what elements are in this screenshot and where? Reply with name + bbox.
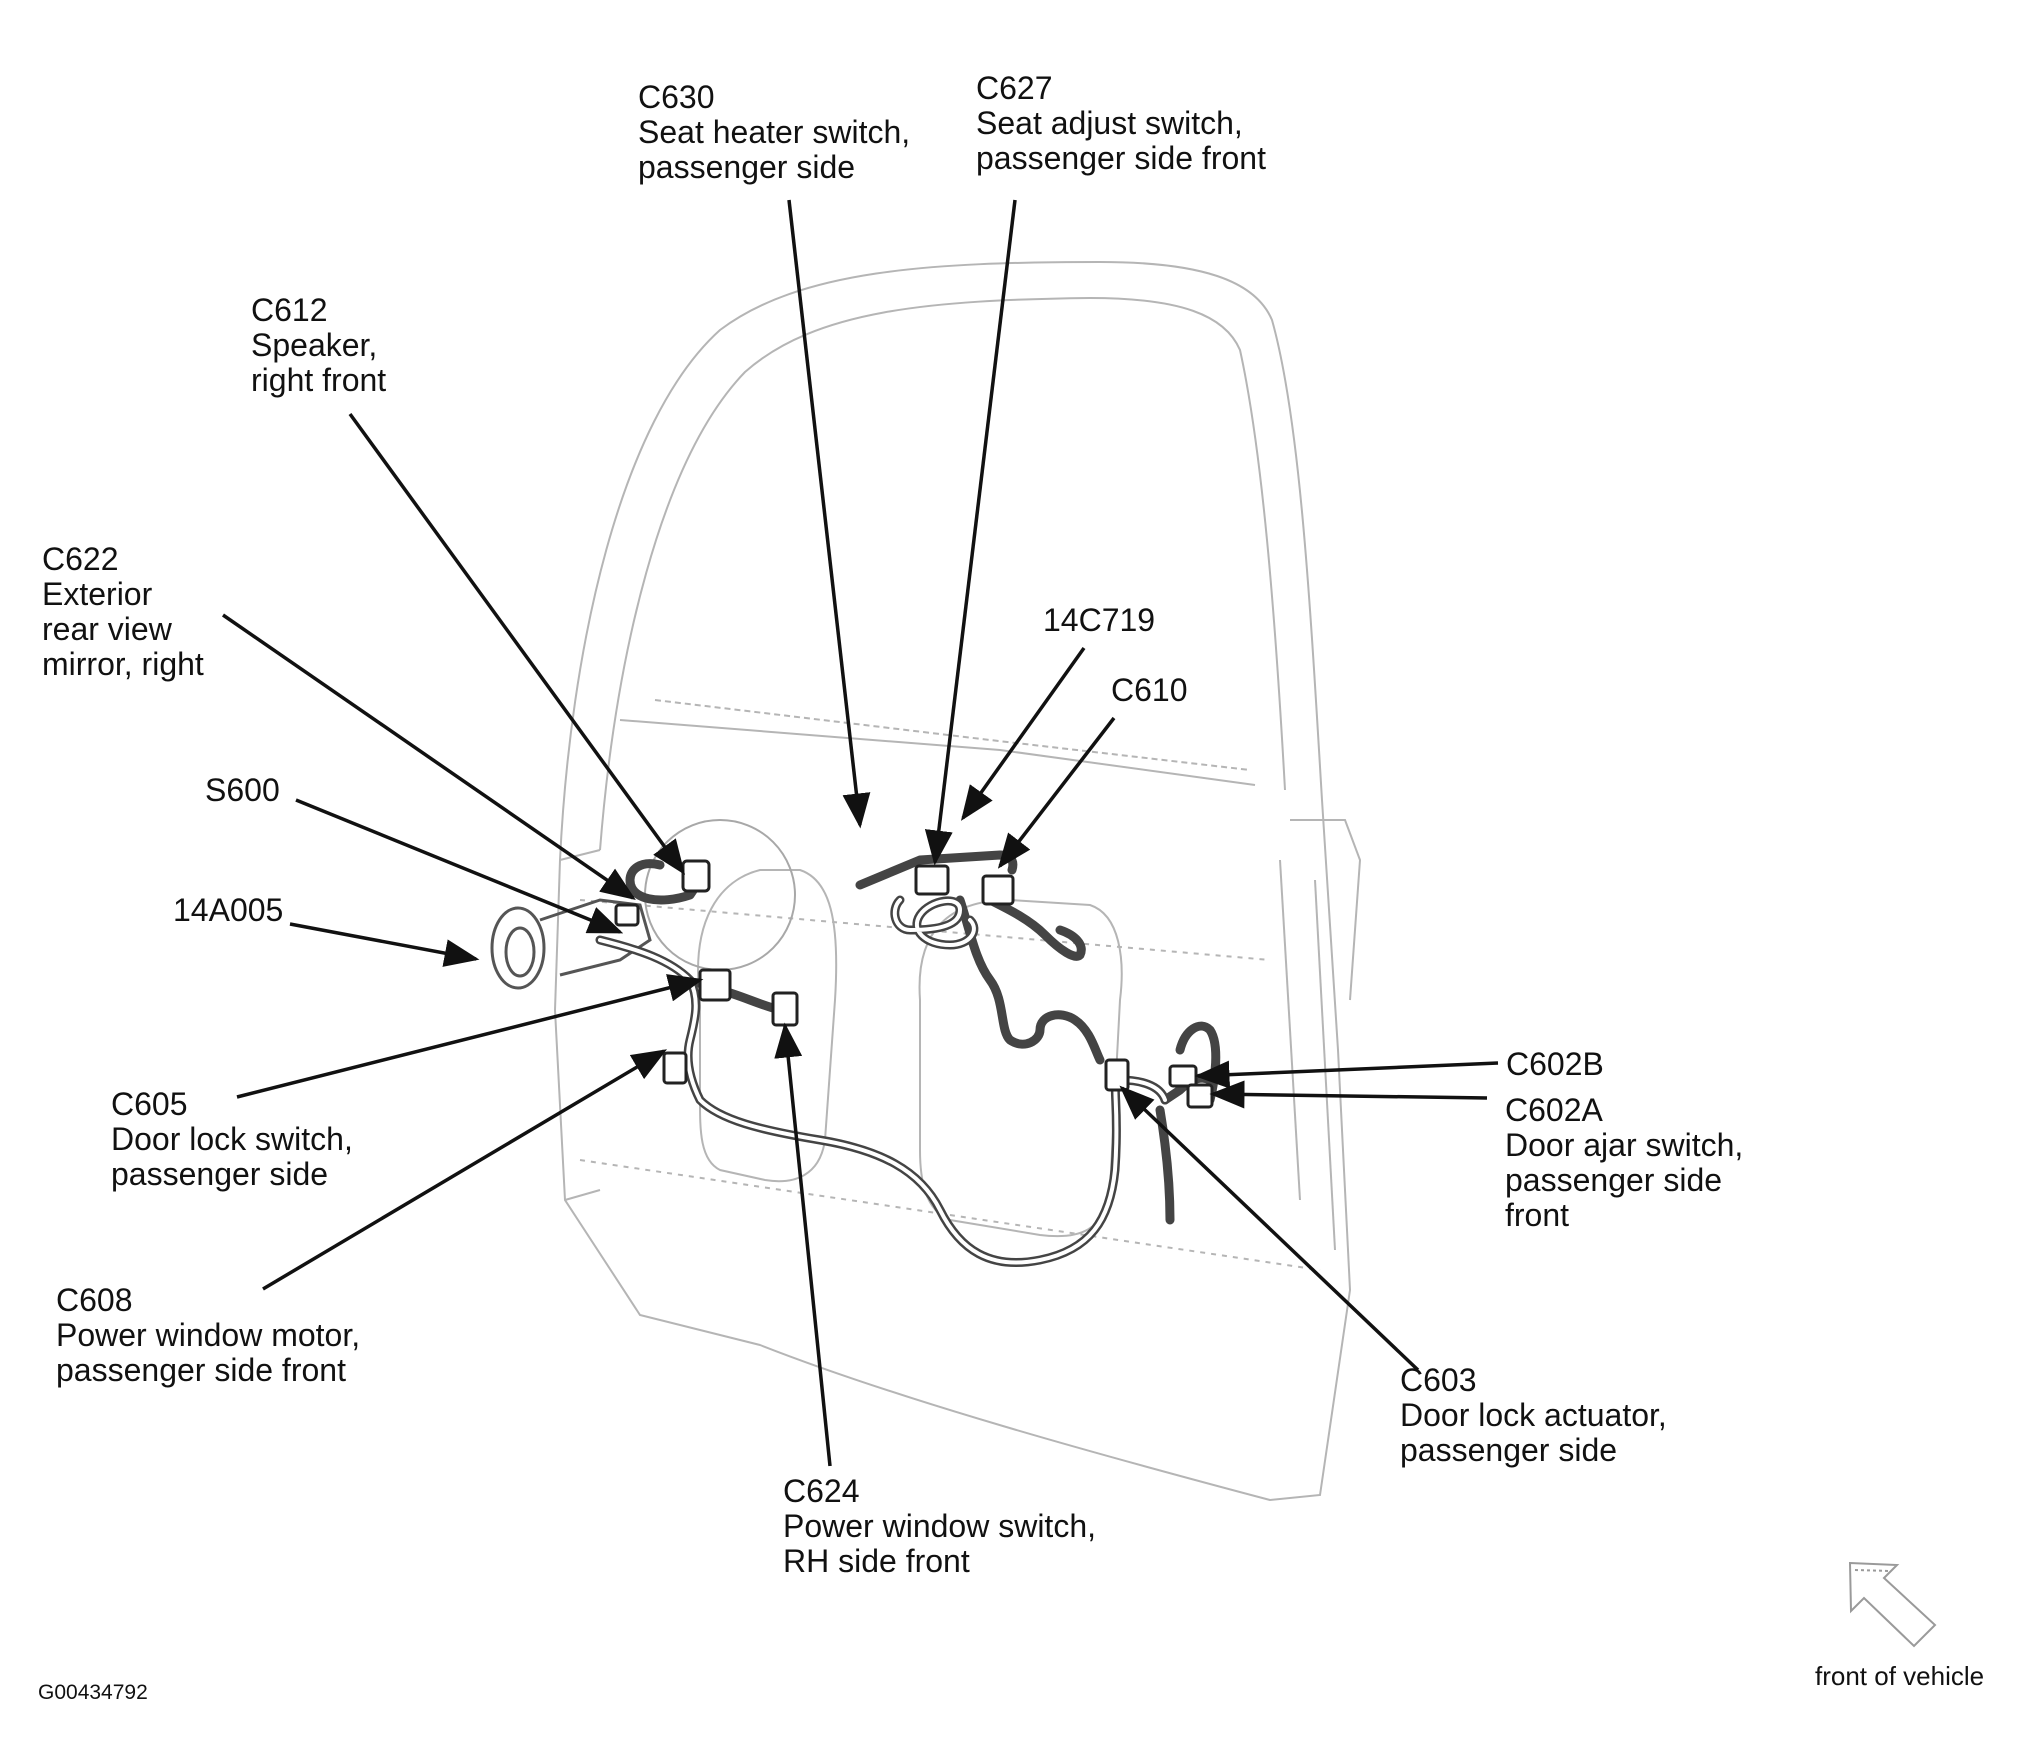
leader-c610 (997, 716, 1116, 869)
connector-c602b (1168, 1064, 1198, 1088)
connector-description: Door lock switch, (111, 1121, 353, 1157)
connector-c610 (981, 874, 1015, 906)
leader-lines (222, 199, 1499, 1467)
leader-c630 (787, 199, 871, 829)
connector-description: passenger side (111, 1156, 329, 1192)
connector-description: Power window switch, (783, 1508, 1096, 1544)
connector-id: C624 (783, 1473, 860, 1509)
connector-c612 (681, 859, 711, 893)
leader-c612 (348, 412, 686, 875)
connector-c608 (662, 1051, 688, 1085)
connector-description: mirror, right (42, 646, 204, 682)
figure-id: G00434792 (38, 1681, 148, 1704)
connector-id: S600 (205, 772, 280, 808)
leader-14a005 (289, 922, 480, 967)
connector-description: Door lock actuator, (1400, 1397, 1667, 1433)
connector-description: passenger side front (976, 140, 1266, 176)
callout-c602a: C602A Door ajar switch, passenger side f… (1505, 1093, 1743, 1233)
callout-c602b: C602B (1506, 1047, 1604, 1082)
connector-id: C608 (56, 1282, 133, 1318)
connector-c605 (698, 968, 732, 1002)
connector-description: Exterior (42, 576, 153, 612)
callout-c627: C627 Seat adjust switch, passenger side … (976, 71, 1266, 176)
connector-description: passenger side (1505, 1162, 1723, 1198)
connector-id: C612 (251, 292, 328, 328)
orientation-label: front of vehicle (1815, 1661, 1985, 1691)
connector-id: C603 (1400, 1362, 1477, 1398)
connector-description: Door ajar switch, (1505, 1127, 1744, 1163)
connector-description: right front (251, 362, 387, 398)
connector-description: passenger side (1400, 1432, 1618, 1468)
connector-description: Power window motor, (56, 1317, 361, 1353)
connector-description: Seat adjust switch, (976, 105, 1243, 141)
callout-c624: C624 Power window switch, RH side front (783, 1474, 1096, 1579)
wiring-harness-inner (598, 898, 1167, 1265)
connector-id: C602B (1506, 1046, 1604, 1082)
leader-14c719 (960, 646, 1086, 821)
callout-c605: C605 Door lock switch, passenger side (111, 1087, 353, 1192)
callout-c622: C622 Exterior rear view mirror, right (42, 542, 204, 682)
connector-id: C627 (976, 70, 1053, 106)
connector-id: C622 (42, 541, 119, 577)
callout-c608: C608 Power window motor, passenger side … (56, 1283, 360, 1388)
connector-c627 (914, 864, 950, 896)
leader-c622 (222, 613, 636, 900)
callout-c610: C610 (1111, 673, 1188, 708)
callout-c612: C612 Speaker, right front (251, 293, 386, 398)
connector-id: 14C719 (1043, 602, 1156, 638)
connector-id: 14A005 (173, 892, 284, 928)
leader-c602a (1209, 1080, 1488, 1109)
leader-c624 (774, 1022, 832, 1467)
connector-id: C602A (1505, 1092, 1603, 1128)
mirror-mount (490, 898, 652, 990)
callout-14c719: 14C719 (1043, 603, 1155, 638)
connector-id: C610 (1111, 672, 1188, 708)
leader-c605 (236, 974, 704, 1099)
door-outline (553, 260, 1362, 1502)
callout-s600: S600 (205, 773, 280, 808)
callout-c630: C630 Seat heater switch, passenger side (638, 80, 910, 185)
leader-c603 (1119, 1085, 1420, 1372)
callout-14a005: 14A005 (173, 893, 283, 928)
connectors (614, 859, 1214, 1109)
connector-c602a (1186, 1083, 1214, 1109)
connector-s600 (614, 903, 640, 927)
connector-c603 (1104, 1058, 1130, 1092)
connector-description: Seat heater switch, (638, 114, 911, 150)
connector-description: passenger side front (56, 1352, 346, 1388)
leader-c602b (1194, 1060, 1499, 1089)
connector-id: C630 (638, 79, 715, 115)
connector-description: RH side front (783, 1543, 970, 1579)
connector-description: rear view (42, 611, 172, 647)
callout-c603: C603 Door lock actuator, passenger side (1400, 1363, 1667, 1468)
leader-c608 (262, 1049, 668, 1291)
connector-id: C605 (111, 1086, 188, 1122)
connector-description: passenger side (638, 149, 856, 185)
leader-s600 (295, 798, 624, 934)
front-of-vehicle-arrow-icon (1848, 1561, 1937, 1648)
connector-description: Speaker, (251, 327, 378, 363)
connector-c624 (771, 991, 799, 1027)
connector-description: front (1505, 1197, 1570, 1233)
leader-c627 (924, 199, 1017, 866)
